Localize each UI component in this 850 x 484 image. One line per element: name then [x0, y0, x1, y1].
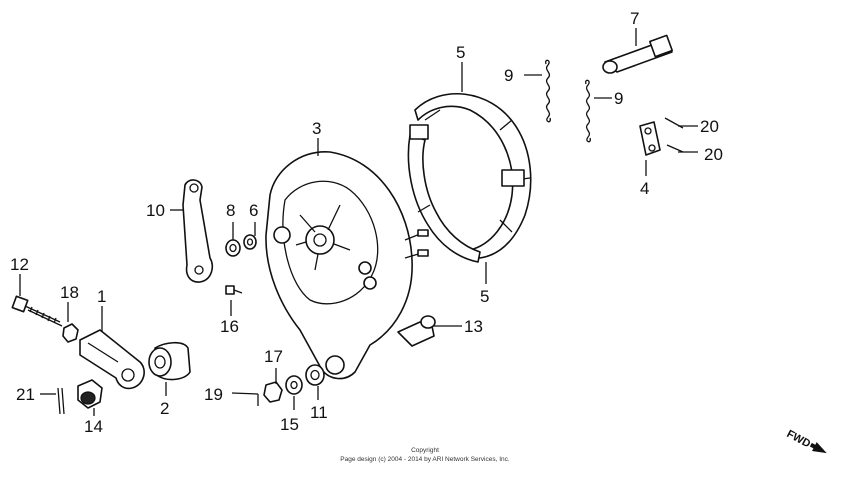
- callout-1: 1: [97, 287, 106, 306]
- castle-nut: [77, 379, 103, 409]
- fwd-label: FWD: [785, 428, 813, 450]
- callout-5-top: 5: [456, 43, 465, 62]
- leader-lines: [19, 28, 698, 416]
- forward-direction-arrow: FWD: [785, 428, 827, 454]
- washer-11: [305, 364, 325, 386]
- callout-3: 3: [312, 119, 321, 138]
- shoe-spring-lower: [585, 79, 591, 143]
- washer-15: [285, 375, 303, 395]
- copyright-heading: Copyright: [411, 447, 439, 454]
- callout-18: 18: [60, 283, 79, 302]
- brake-panel: [265, 151, 429, 380]
- callout-19: 19: [204, 385, 223, 404]
- callout-13: 13: [464, 317, 483, 336]
- callout-2: 2: [160, 399, 169, 418]
- torque-link-bolt: [11, 295, 63, 327]
- washer-8: [225, 239, 241, 257]
- callout-7: 7: [630, 9, 639, 28]
- torque-link: [79, 329, 145, 390]
- callout-16: 16: [220, 317, 239, 336]
- callout-20-lower: 20: [704, 145, 723, 164]
- brake-rod-link: [182, 179, 214, 283]
- callout-12: 12: [10, 255, 29, 274]
- shoe-spring-upper: [545, 59, 551, 123]
- callout-5-bottom: 5: [480, 287, 489, 306]
- copyright-notice: Page design (c) 2004 - 2014 by ARI Netwo…: [340, 456, 510, 463]
- callout-8: 8: [226, 201, 235, 220]
- callout-11: 11: [310, 403, 328, 422]
- callout-10: 10: [146, 201, 165, 220]
- anchor-pin-13: [397, 315, 436, 347]
- nut-6: [243, 234, 257, 250]
- callout-4: 4: [640, 179, 649, 198]
- callout-20-upper: 20: [700, 117, 719, 136]
- callout-labels: 12 18 1 2 21 14 10 8 6 16 3 5 5 7 9 9 20…: [10, 9, 723, 436]
- callout-6: 6: [249, 201, 258, 220]
- cotter-pin-19: [231, 392, 259, 406]
- callout-9-right: 9: [614, 89, 623, 108]
- callout-17: 17: [264, 347, 283, 366]
- callout-14: 14: [84, 417, 103, 436]
- brake-cam: [602, 34, 673, 74]
- callout-9-left: 9: [504, 66, 513, 85]
- nut-18: [62, 323, 79, 343]
- wear-indicator-plate: [639, 121, 661, 156]
- callout-15: 15: [280, 415, 299, 434]
- nut-17: [263, 381, 283, 403]
- arrow-icon: [812, 442, 827, 454]
- brake-shoes: [407, 92, 532, 263]
- cotter-pin-21: [57, 387, 65, 415]
- callout-21: 21: [16, 385, 35, 404]
- collar-2: [148, 341, 191, 381]
- bolt-16: [225, 285, 243, 295]
- indicator-pins: [664, 117, 684, 153]
